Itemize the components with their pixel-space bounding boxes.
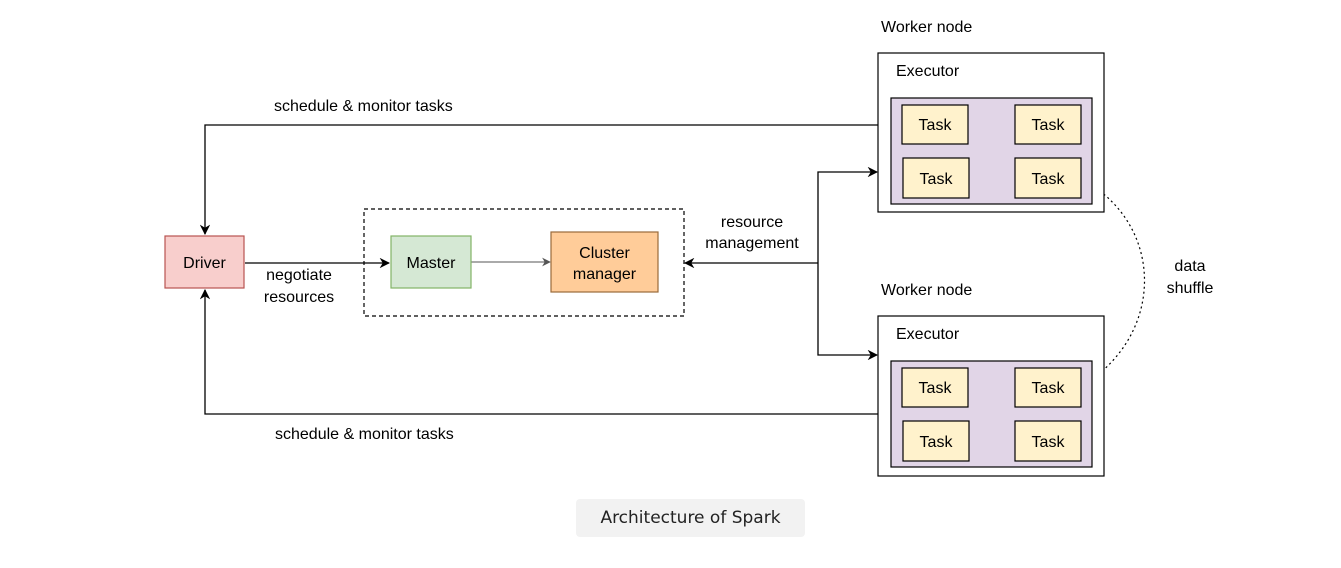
task-box [1014, 367, 1082, 408]
executor-label: Executor [896, 63, 960, 80]
task-box [1014, 157, 1082, 199]
schedule-bottom-label: schedule & monitor tasks [275, 426, 454, 443]
worker-node-label: Worker node [881, 282, 972, 299]
worker-node-1: Worker node Executor Task Task Task Task [877, 19, 1105, 213]
task-box [901, 104, 969, 145]
negotiate-label-line2: resources [264, 289, 334, 306]
task-label: Task [1032, 117, 1066, 134]
master-group-border [363, 208, 685, 317]
resource-management-label-line1: resource [721, 214, 783, 231]
task-label: Task [1032, 380, 1066, 397]
task-box [902, 157, 970, 199]
caption-text: Architecture of Spark [600, 508, 781, 528]
task-box [902, 420, 970, 462]
task-box [1014, 104, 1082, 145]
diagram-caption: Architecture of Spark [576, 499, 805, 537]
worker-node-2: Worker node Executor Task Task Task Task [877, 282, 1105, 477]
data-shuffle-label-line1: data [1174, 258, 1205, 275]
task-box [1014, 420, 1082, 462]
cluster-manager-label-line2: manager [573, 266, 637, 283]
executor-label: Executor [896, 326, 960, 343]
data-shuffle-label-line2: shuffle [1167, 280, 1214, 297]
task-box [901, 367, 969, 408]
master-node: Master [390, 235, 472, 289]
driver-label: Driver [183, 255, 226, 272]
task-label: Task [920, 171, 954, 188]
cluster-manager-label-line1: Cluster [579, 245, 630, 262]
task-label: Task [919, 117, 953, 134]
edge-schedule-top [199, 119, 891, 236]
master-label: Master [407, 255, 457, 272]
worker-node-label: Worker node [881, 19, 972, 36]
cluster-manager-node: Cluster manager [550, 231, 659, 293]
edge-resource-to-worker-2 [817, 263, 879, 361]
task-label: Task [1032, 171, 1066, 188]
task-label: Task [1032, 434, 1066, 451]
driver-node: Driver [164, 235, 245, 289]
edge-resource-to-worker-1 [817, 166, 879, 263]
task-label: Task [920, 434, 954, 451]
task-label: Task [919, 380, 953, 397]
edge-schedule-bottom [199, 288, 891, 420]
schedule-top-label: schedule & monitor tasks [274, 98, 453, 115]
negotiate-label-line1: negotiate [266, 267, 332, 284]
resource-management-label-line2: management [705, 235, 799, 252]
